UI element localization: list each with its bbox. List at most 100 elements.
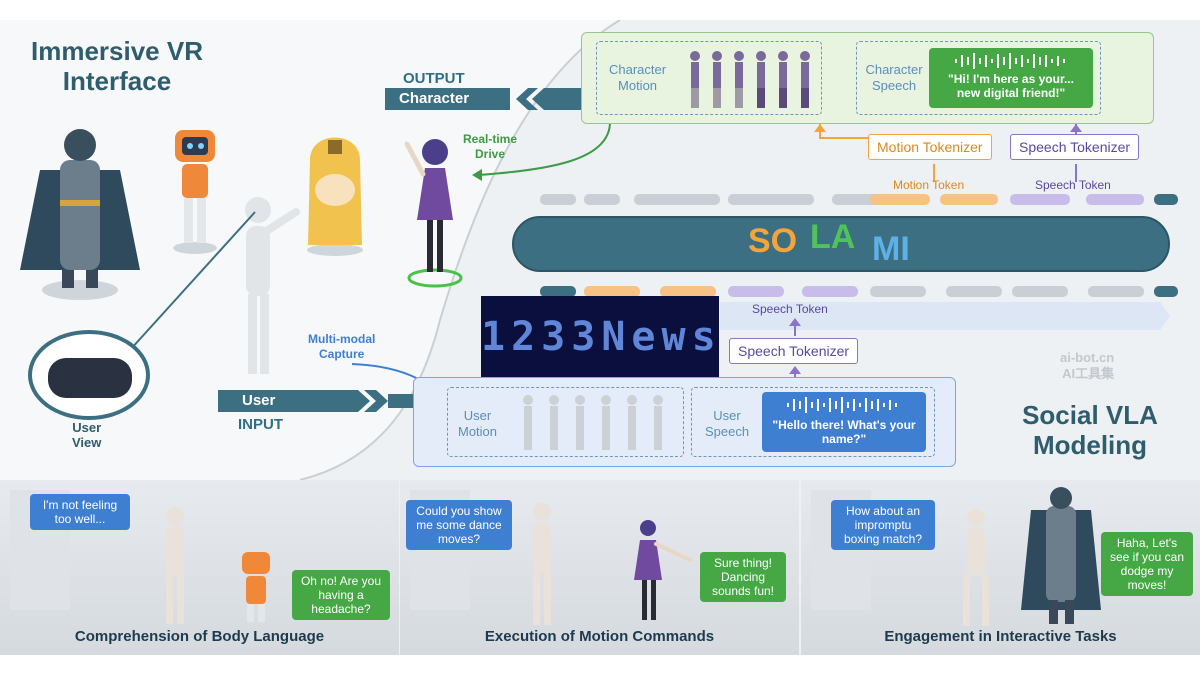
scene-2-caption: Execution of Motion Commands [484, 628, 715, 645]
user-view-label: User View [72, 420, 101, 450]
scene-body-language: I'm not feeling too well... Oh no! Are y… [0, 480, 399, 655]
token [634, 194, 720, 205]
character-motion-line1: Character [609, 62, 667, 77]
solami-model-bar: SO LA MI [512, 216, 1170, 272]
token [870, 286, 926, 297]
token [870, 194, 930, 205]
input-panel: User Motion User Speech "Hello t [413, 377, 956, 467]
news-logo-overlay: 1233News [481, 296, 719, 378]
user-speech-line2: Speech [704, 424, 750, 439]
scene-2-user-bubble: Could you show me some dance moves? [406, 500, 512, 550]
watermark: ai-bot.cn AI工具集 [1060, 350, 1114, 382]
character-waveform-icon [955, 53, 1065, 69]
character-speech-bubble: "Hi! I'm here as your... new digital fri… [929, 48, 1093, 108]
character-motion-label: Character Motion [609, 62, 666, 94]
model-name-syllable-2: LA [810, 218, 856, 256]
user-speech-text: "Hello there! What's your name?" [772, 418, 916, 446]
bottom-tokenizer-arrows [789, 318, 801, 380]
character-speech-box: Character Speech "Hi! I'm here as your..… [856, 41, 1101, 115]
diagram-canvas: Immersive VR Interface [0, 20, 1200, 655]
user-waveform-icon [787, 397, 897, 413]
motion-tokenizer-box: Motion Tokenizer [868, 134, 992, 160]
user-view-lens [28, 330, 150, 420]
watermark-line1: ai-bot.cn [1060, 350, 1115, 365]
scene-motion-commands: Could you show me some dance moves? Sure… [400, 480, 799, 655]
vr-title-line1: Immersive VR [31, 36, 203, 66]
scene-1-reply-bubble: Oh no! Are you having a headache? [292, 570, 390, 620]
vla-title-line1: Social VLA [1022, 400, 1158, 430]
output-banner: Character [385, 88, 510, 110]
user-motion-line2: Motion [458, 424, 498, 439]
token [728, 286, 784, 297]
token [1010, 194, 1070, 205]
output-chevrons [516, 88, 588, 110]
token [1086, 194, 1144, 205]
output-token-row [540, 194, 1180, 208]
user-motion-line1: User [463, 408, 492, 423]
vla-title-line2: Modeling [1032, 430, 1148, 460]
motion-token-label: Motion Token [893, 178, 965, 192]
character-speech-line2: Speech [871, 78, 917, 93]
token [1154, 286, 1178, 297]
social-vla-title: Social VLA Modeling [990, 400, 1190, 460]
user-view-line2: View [72, 435, 102, 450]
anime-character-figure [404, 139, 463, 288]
token [1154, 194, 1178, 205]
user-motion-sequence [523, 395, 663, 450]
character-speech-label: Character Speech [863, 62, 925, 94]
token [660, 286, 716, 297]
character-speech-text: "Hi! I'm here as your... new digital fri… [948, 72, 1074, 100]
user-speech-line1: User [713, 408, 741, 423]
scene-3-caption: Engagement in Interactive Tasks [884, 628, 1117, 645]
scene-interactive-tasks: How about an impromptu boxing match? Hah… [801, 480, 1200, 655]
speech-token-top-label: Speech Token [1035, 178, 1111, 192]
banana-plush-figure [307, 137, 363, 256]
headset-icon [48, 358, 132, 398]
scene-1-user-bubble: I'm not feeling too well... [30, 494, 130, 530]
batman-figure [20, 129, 140, 300]
token [540, 194, 576, 205]
user-view-line1: User [72, 420, 102, 435]
speech-tokenizer-bottom-box: Speech Tokenizer [729, 338, 859, 364]
realtime-drive-label: Real-time Drive [463, 132, 517, 162]
vr-characters-illustration [20, 129, 363, 374]
user-mannequin-figure [245, 197, 300, 374]
character-motion-sequence [690, 51, 810, 108]
token [946, 286, 1002, 297]
vr-title-line2: Interface [62, 66, 172, 96]
token [802, 286, 858, 297]
user-motion-label: User Motion [458, 408, 497, 440]
model-name-syllable-1: SO [748, 222, 798, 260]
drive-line2: Drive [475, 147, 506, 161]
token [728, 194, 814, 205]
scene-1-caption: Comprehension of Body Language [74, 628, 325, 645]
user-speech-label: User Speech [698, 408, 756, 440]
input-token-row [540, 286, 1180, 300]
token [584, 194, 620, 205]
token [540, 286, 576, 297]
scene-3-reply-bubble: Haha, Let's see if you can dodge my move… [1101, 532, 1193, 596]
orange-robot-figure [173, 130, 217, 254]
multimodal-capture-label: Multi-modal Capture [308, 332, 375, 362]
output-label: OUTPUT [403, 70, 465, 87]
input-label: INPUT [238, 416, 283, 433]
capture-line2: Capture [318, 347, 365, 361]
token [1012, 286, 1068, 297]
character-speech-line1: Character [865, 62, 923, 77]
token-flow-band [720, 302, 1170, 330]
user-speech-bubble: "Hello there! What's your name?" [762, 392, 926, 452]
user-motion-box: User Motion [447, 387, 684, 457]
capture-line1: Multi-modal [308, 332, 376, 346]
speech-tokenizer-top-box: Speech Tokenizer [1010, 134, 1140, 160]
character-motion-box: Character Motion [596, 41, 822, 115]
scene-2-reply-bubble: Sure thing! Dancing sounds fun! [700, 552, 786, 602]
user-speech-box: User Speech "Hello there! What's your na… [691, 387, 935, 457]
vr-interface-title: Immersive VR Interface [22, 36, 212, 96]
scene-3-user-bubble: How about an impromptu boxing match? [831, 500, 935, 550]
speech-token-bottom-label: Speech Token [752, 302, 828, 316]
drive-line1: Real-time [463, 132, 518, 146]
token [584, 286, 640, 297]
output-panel: Character Motion Character Speech [581, 32, 1154, 124]
drive-arrow [472, 121, 611, 181]
watermark-line2: AI工具集 [1062, 366, 1115, 381]
